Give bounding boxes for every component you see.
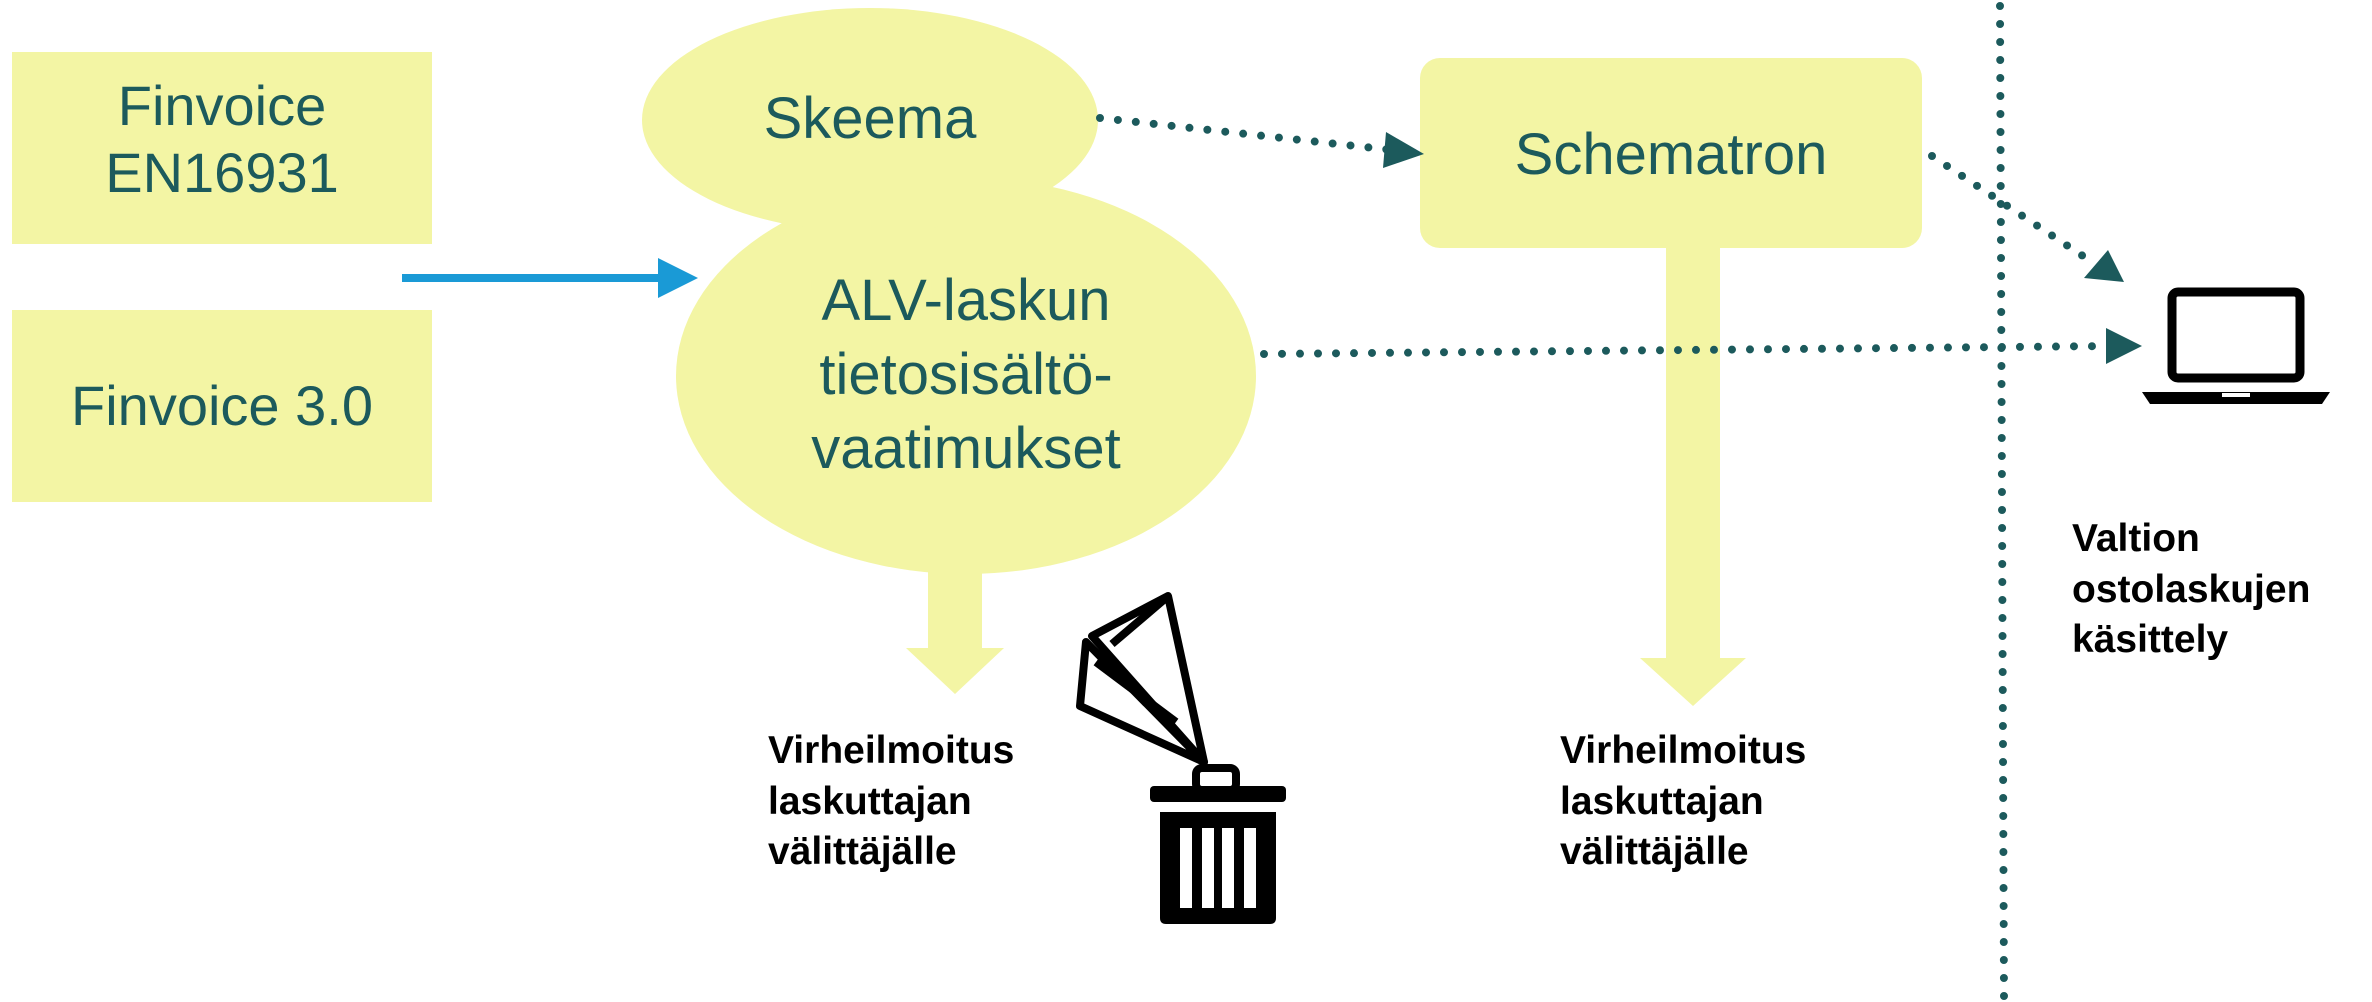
alv-line3: vaatimukset bbox=[811, 416, 1121, 482]
finvoice-en-line1: Finvoice bbox=[117, 74, 327, 137]
alv-line1: ALV-laskun bbox=[821, 268, 1111, 333]
input-box-finvoice-30 bbox=[12, 310, 432, 502]
dotted-skeema-to-schematron bbox=[1096, 114, 1396, 154]
alv-requirements-ellipse bbox=[676, 178, 1256, 574]
input-arrow-head bbox=[658, 258, 698, 298]
finvoice-30-label: Finvoice 3.0 bbox=[71, 374, 373, 437]
dotted-schematron-to-laptop bbox=[1928, 152, 2096, 266]
skeema-label: Skeema bbox=[763, 86, 977, 151]
schematron-box bbox=[1420, 58, 1922, 248]
receiver-note: Valtion ostolaskujen käsittely bbox=[2072, 517, 2311, 662]
dotted-arrowhead-1 bbox=[1383, 132, 1424, 168]
error-note-left: Virheilmoitus laskuttajan välittäjälle bbox=[768, 729, 1015, 874]
alv-requirements-label: ALV-laskun tietosisältö- vaatimukset bbox=[700, 264, 1232, 487]
input-box-finvoice-en16931 bbox=[12, 52, 432, 244]
dotted-arrowhead-3 bbox=[2106, 328, 2142, 364]
error-note-right: Virheilmoitus laskuttajan välittäjälle bbox=[1560, 729, 1807, 874]
finvoice-en16931-label: Finvoice EN16931 bbox=[12, 72, 432, 206]
laptop-icon bbox=[2142, 287, 2330, 404]
schematron-label: Schematron bbox=[1514, 122, 1828, 187]
dotted-arrowhead-2 bbox=[2084, 250, 2124, 282]
trash-can-icon bbox=[1150, 764, 1286, 924]
dotted-boundary-line bbox=[1996, 2, 2008, 1002]
error-arrow-right bbox=[1640, 230, 1746, 706]
alv-line2: tietosisältö- bbox=[819, 342, 1113, 408]
skeema-ellipse bbox=[642, 8, 1098, 232]
dotted-alv-to-laptop bbox=[1260, 342, 2116, 358]
error-arrow-left bbox=[906, 560, 1004, 694]
paper-plane-icon bbox=[1076, 592, 1208, 766]
finvoice-en-line2: EN16931 bbox=[105, 141, 339, 205]
